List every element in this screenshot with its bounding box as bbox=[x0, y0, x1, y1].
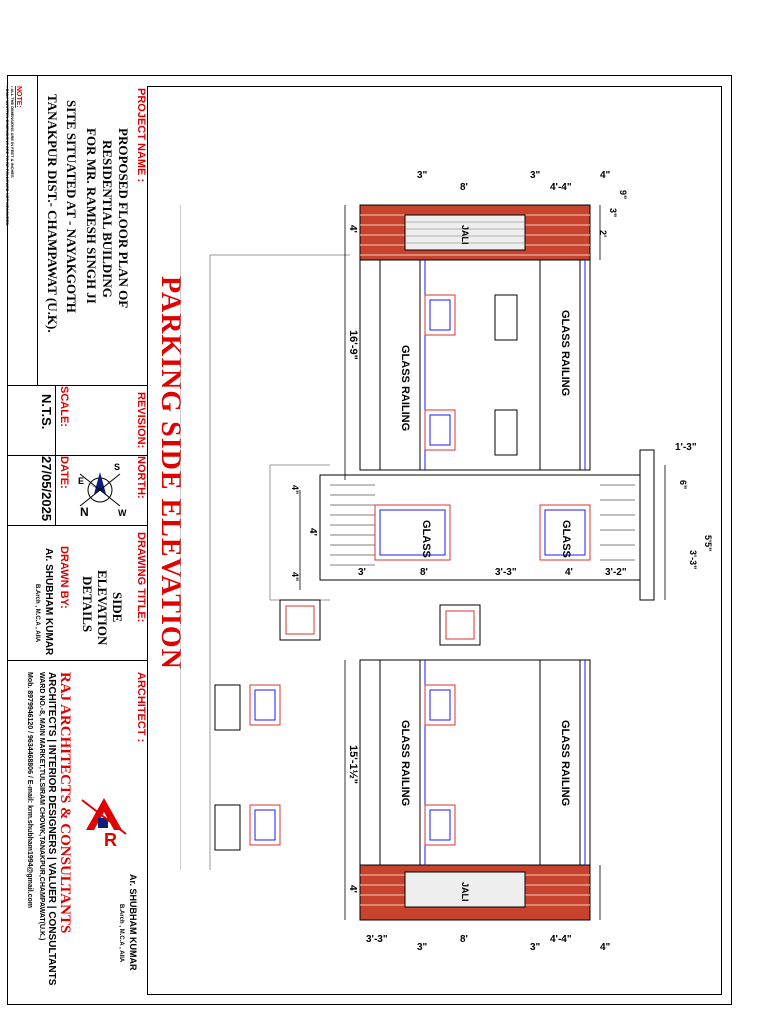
dim-3-2-center: 3'-2" bbox=[605, 567, 627, 578]
dim-3-3-right: 3'-3" bbox=[688, 550, 698, 569]
dim-1-3: 1'-3" bbox=[675, 442, 697, 453]
dim-3-3-bottom: 3'-3" bbox=[366, 934, 388, 945]
firm-logo-icon: R bbox=[81, 798, 127, 850]
drawn-by-quals: B.Arch , M.C.A , AIIA bbox=[34, 584, 40, 643]
project-line-2: RESIDENTIAL BUILDING bbox=[100, 140, 115, 298]
dim-3-bottom-1: 3" bbox=[417, 942, 428, 953]
firm-address: WARD NO.-8, MAIN MARKET,TULSIRAM CHOWK,T… bbox=[38, 672, 45, 941]
dim-4-4-bottom: 4'-4" bbox=[550, 934, 572, 945]
dim-4-4-top: 4'-4" bbox=[550, 182, 572, 193]
north-letter-w: W bbox=[118, 508, 127, 518]
sheet-border bbox=[7, 75, 732, 1005]
project-heading: PROJECT NAME : bbox=[135, 88, 147, 183]
dim-9-top: 9" bbox=[618, 190, 628, 199]
dim-3-bottom-2: 3" bbox=[530, 942, 541, 953]
architect-sign-name: Ar. SHUBHAM KUMAR bbox=[128, 874, 138, 971]
dim-3-3-center: 3'-3" bbox=[495, 567, 517, 578]
glass-railing-label-2: GLASS RAILING bbox=[559, 310, 571, 396]
dim-4in-center-2: 4" bbox=[290, 572, 300, 581]
north-heading: NORTH: bbox=[135, 456, 147, 499]
dim-3ft-center: 3' bbox=[358, 567, 366, 578]
dim-8-top: 8' bbox=[460, 182, 468, 193]
dim-4in-center-1: 4" bbox=[290, 485, 300, 494]
glass-label-2: GLASS bbox=[560, 520, 572, 558]
jali-label-2: JALI bbox=[460, 882, 470, 902]
revision-heading: REVISION: bbox=[135, 392, 147, 449]
date-heading: DATE: bbox=[58, 456, 70, 489]
drawn-by-name: Ar. SHUBHAM KUMAR bbox=[43, 548, 54, 656]
firm-tagline: ARCHITECTS | INTERIOR DESIGNERS | VALUER… bbox=[46, 672, 57, 986]
drawing-title-heading: DRAWING TITLE: bbox=[135, 532, 147, 623]
dim-16-9: 16'-9" bbox=[347, 330, 359, 360]
project-line-3: FOR MR. RAMESH SINGH JI bbox=[84, 128, 99, 304]
date-value: 27/05/2025 bbox=[39, 456, 54, 522]
dim-4-bottom: 4' bbox=[347, 885, 358, 893]
note-heading: NOTE: bbox=[15, 86, 22, 108]
architect-heading: ARCHITECT : bbox=[135, 672, 147, 743]
drawing-title-line-2: ELEVATION bbox=[95, 570, 110, 646]
dim-4-top: 4' bbox=[347, 225, 358, 233]
dim-3-top-1: 3" bbox=[417, 170, 428, 181]
note-line-2: • ONLY WRITTEN DIMENSIONS ARE TO BE FOLL… bbox=[5, 86, 10, 227]
jali-label-1: JALI bbox=[460, 225, 470, 245]
scale-value: N.T.S. bbox=[39, 394, 54, 430]
dim-2-top: 2' bbox=[598, 230, 608, 237]
scale-heading: SCALE: bbox=[58, 386, 70, 427]
brick-panel-bottom bbox=[359, 864, 591, 921]
glass-railing-label-3: GLASS RAILING bbox=[399, 720, 411, 806]
drawn-by-heading: DRAWN BY: bbox=[58, 546, 70, 609]
glass-label-1: GLASS bbox=[420, 520, 432, 558]
project-line-1: PROPOSED FLOOR PLAN OF bbox=[116, 128, 131, 309]
north-letter-n: N bbox=[80, 505, 89, 519]
architect-sign-quals: B.Arch , M.C.A , AIIA bbox=[118, 904, 124, 963]
project-line-5: TANAKPUR DIST.- CHAMPAWAT (U.K). bbox=[45, 94, 60, 333]
firm-contact: Mob. 8979946120 / 9634468806 / E-mail: k… bbox=[26, 672, 33, 909]
dim-8-bottom: 8' bbox=[460, 934, 468, 945]
dim-4in-bottom: 4" bbox=[600, 942, 611, 953]
drawing-frame bbox=[147, 86, 722, 995]
dim-5-5: 5'5" bbox=[703, 535, 713, 551]
dim-3in-top: 3" bbox=[608, 208, 618, 217]
firm-logo-letter: R bbox=[104, 830, 117, 850]
firm-name: RAJ ARCHITECTS & CONSULTANTS bbox=[57, 672, 73, 934]
dim-3-top-2: 3" bbox=[530, 170, 541, 181]
note-line-1: • ALL THE DIMENSIONS ARE IN FEET & INCHE… bbox=[10, 86, 15, 178]
dim-4-center-h: 4' bbox=[565, 567, 573, 578]
project-line-4: SITE SITUATED AT - NAYAKGOTH bbox=[64, 100, 79, 313]
north-letter-s: S bbox=[114, 462, 120, 472]
title-block bbox=[7, 75, 147, 1003]
north-letter-e: E bbox=[78, 476, 84, 486]
drawing-title-line-1: SIDE bbox=[110, 592, 125, 623]
elevation-drawing: GLASS RAILING GLASS RAILING GLASS RAILIN… bbox=[180, 170, 713, 953]
dim-4-center: 4' bbox=[307, 528, 318, 536]
drawing-title-line-3: DETAILS bbox=[80, 576, 95, 633]
dim-8-center: 8' bbox=[420, 567, 428, 578]
glass-railing-label-1: GLASS RAILING bbox=[399, 345, 411, 431]
dim-4in-top: 4" bbox=[600, 170, 611, 181]
dim-6: 6" bbox=[678, 480, 688, 489]
glass-railing-label-4: GLASS RAILING bbox=[559, 720, 571, 806]
north-arrow-icon: E S W N bbox=[78, 462, 127, 519]
brick-panel-top bbox=[359, 204, 591, 261]
dim-15-1: 15'-1½" bbox=[347, 745, 359, 784]
